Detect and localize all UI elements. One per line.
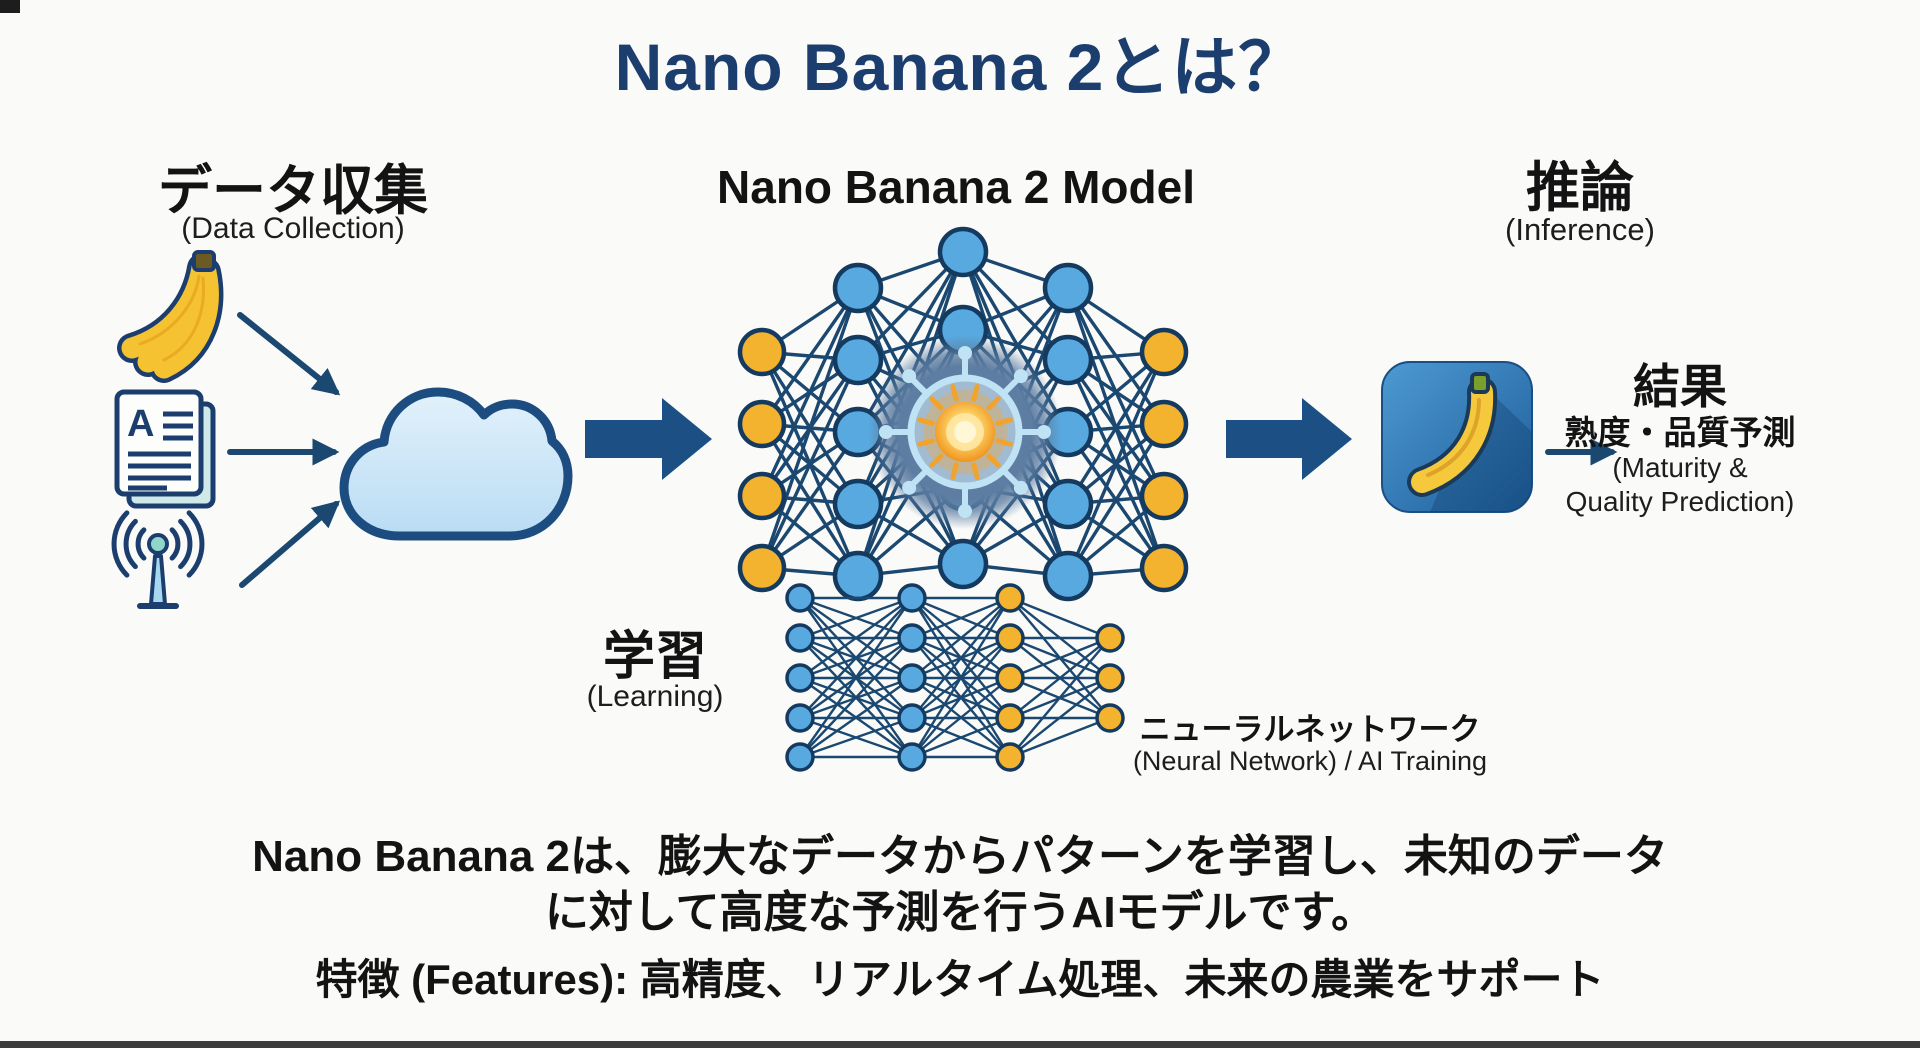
neural-core-sun-gear-icon — [868, 335, 1062, 529]
block-arrow-cloud-to-model — [585, 398, 712, 480]
inference-heading: 推論 — [1526, 158, 1634, 218]
footer-line-1: Nano Banana 2は、膨大なデータからパターンを学習し、未知のデータ — [252, 832, 1668, 881]
banana-app-icon — [1381, 361, 1533, 513]
inference-subheading: (Inference) — [1505, 212, 1655, 247]
banana-stem — [192, 250, 216, 272]
learning-subheading: (Learning) — [586, 680, 724, 713]
footer-line-3: 特徴 (Features): 高精度、リアルタイム処理、未来の農業をサポート — [315, 956, 1605, 1003]
result-en-line2: Quality Prediction) — [1565, 486, 1795, 517]
arrow-bananas-to-cloud — [237, 312, 341, 396]
footer-line-2: に対して高度な予測を行うAIモデルです。 — [544, 888, 1376, 937]
neural-network-label-jp: ニューラルネットワーク — [1139, 712, 1481, 747]
neural-network-label-en: (Neural Network) / AI Training — [1132, 746, 1488, 776]
banana-bunch-icon — [117, 250, 224, 383]
frame-artifact-bottom-bar — [0, 1041, 1920, 1048]
main-neural-network — [737, 226, 1189, 602]
antenna-icon — [111, 510, 205, 609]
data-collection-subheading: (Data Collection) — [181, 212, 405, 245]
arrow-antenna-to-cloud — [239, 500, 341, 588]
model-heading: Nano Banana 2 Model — [717, 161, 1195, 213]
frame-artifact-topleft — [0, 0, 20, 13]
page-title: Nano Banana 2とは？ — [614, 30, 1306, 104]
app-banana-stem — [1470, 372, 1490, 394]
data-collection-heading: データ収集 — [158, 161, 428, 221]
training-neural-network — [785, 583, 1125, 772]
cloud-icon — [339, 387, 573, 541]
document-letter: A — [127, 403, 154, 445]
result-prediction-label: 熟度・品質予測 — [1564, 414, 1796, 451]
learning-heading: 学習 — [602, 628, 707, 686]
data-source-arrows — [227, 312, 341, 588]
document-icon: A — [114, 389, 216, 509]
core-sun-rays — [917, 384, 1013, 480]
result-en-line1: (Maturity & — [1612, 452, 1748, 483]
core-gear-spokes — [879, 346, 1051, 518]
result-heading: 結果 — [1633, 360, 1727, 413]
block-arrow-model-to-inference — [1226, 398, 1352, 480]
